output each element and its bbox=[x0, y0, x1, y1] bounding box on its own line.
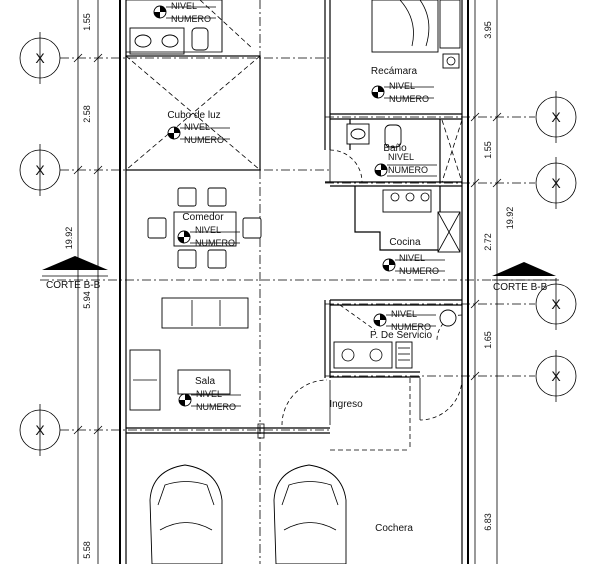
level-tag-line2: NUMERO bbox=[184, 135, 224, 145]
door-swings bbox=[281, 149, 463, 426]
walls bbox=[119, 0, 469, 564]
level-tag-cocina: NIVEL NUMERO bbox=[382, 253, 446, 276]
bathroom-fixtures-right bbox=[346, 119, 463, 183]
axis-label: X bbox=[35, 50, 45, 66]
room-label-ingreso: Ingreso bbox=[329, 399, 363, 410]
axis-marker: X bbox=[535, 91, 577, 143]
room-label-cochera: Cochera bbox=[375, 523, 413, 534]
room-label-bano: Baño bbox=[383, 143, 407, 154]
section-cut-left: CORTE B-B bbox=[42, 256, 108, 291]
level-tag-line1: NIVEL bbox=[391, 309, 417, 319]
level-tag-line2: NUMERO bbox=[391, 322, 431, 332]
bathroom-fixtures-top bbox=[125, 0, 253, 55]
laundry-fixtures bbox=[333, 309, 457, 369]
level-tag-line1: NIVEL bbox=[171, 1, 197, 11]
dimension-text: 3.95 bbox=[483, 21, 493, 39]
room-label-cubo-luz: Cubo de luz bbox=[167, 110, 220, 121]
dimension-text: 6.83 bbox=[483, 513, 493, 531]
level-tag-patio-servicio: NIVEL NUMERO bbox=[373, 309, 437, 332]
level-tag-line1: NIVEL bbox=[388, 152, 414, 162]
room-label-recamara: Recámara bbox=[371, 66, 418, 77]
dimension-text: 5.94 bbox=[82, 291, 92, 309]
axis-label: X bbox=[551, 109, 561, 125]
dimension-text: 2.72 bbox=[483, 233, 493, 251]
sofa-set bbox=[129, 297, 249, 411]
light-well-hatch bbox=[125, 55, 261, 171]
kitchen-appliances bbox=[382, 189, 461, 253]
car-right bbox=[273, 464, 347, 564]
axis-label: X bbox=[35, 422, 45, 438]
level-tag-line1: NIVEL bbox=[196, 389, 222, 399]
dimension-text: 1.55 bbox=[82, 13, 92, 31]
level-tag-line2: NUMERO bbox=[171, 14, 211, 24]
axis-markers-left: X X X bbox=[19, 32, 61, 456]
section-cut-label: CORTE B-B bbox=[493, 282, 548, 293]
axis-marker: X bbox=[535, 350, 577, 402]
level-tag-line1: NIVEL bbox=[184, 122, 210, 132]
dimension-text: 1.55 bbox=[483, 141, 493, 159]
dimension-text: 19.92 bbox=[64, 227, 74, 250]
axis-marker: X bbox=[19, 404, 61, 456]
axis-label: X bbox=[551, 175, 561, 191]
dimension-text: 1.65 bbox=[483, 331, 493, 349]
dimension-text: 2.58 bbox=[82, 105, 92, 123]
level-tag-sala: NIVEL NUMERO bbox=[178, 389, 242, 412]
section-cut-label: CORTE B-B bbox=[46, 280, 101, 291]
bed bbox=[371, 0, 461, 69]
level-tag-line2: NUMERO bbox=[196, 402, 236, 412]
axis-marker: X bbox=[19, 32, 61, 84]
room-label-comedor: Comedor bbox=[182, 212, 224, 223]
level-tag-recamara: NIVEL NUMERO bbox=[371, 81, 435, 104]
axis-marker: X bbox=[535, 278, 577, 330]
axis-marker: X bbox=[535, 157, 577, 209]
axis-label: X bbox=[551, 368, 561, 384]
level-tag-line1: NIVEL bbox=[389, 81, 415, 91]
section-cut-right: CORTE B-B bbox=[492, 262, 556, 293]
level-tag-line1: NIVEL bbox=[399, 253, 425, 263]
dimension-text: 19.92 bbox=[505, 207, 515, 230]
level-tag-cubo-luz: NIVEL NUMERO bbox=[167, 122, 231, 145]
dimension-lines bbox=[73, 0, 502, 564]
axis-markers-right: X X X X bbox=[535, 91, 577, 402]
level-tag-line2: NUMERO bbox=[195, 238, 235, 248]
level-tag-line2: NUMERO bbox=[389, 94, 429, 104]
level-tag-comedor: NIVEL NUMERO bbox=[177, 225, 241, 248]
room-label-sala: Sala bbox=[195, 376, 215, 387]
level-tag-line2: NUMERO bbox=[399, 266, 439, 276]
axis-label: X bbox=[551, 296, 561, 312]
level-tag-bano-top: NIVEL NUMERO bbox=[153, 1, 217, 24]
car-left bbox=[149, 464, 223, 564]
level-tag-line1: NIVEL bbox=[195, 225, 221, 235]
axis-grid bbox=[40, 0, 560, 564]
axis-marker: X bbox=[19, 144, 61, 196]
room-label-patio-servicio: P. De Servicio bbox=[370, 330, 433, 341]
level-tag-line2: NUMERO bbox=[388, 165, 428, 175]
axis-label: X bbox=[35, 162, 45, 178]
room-label-cocina: Cocina bbox=[389, 237, 421, 248]
dimension-text: 5.58 bbox=[82, 541, 92, 559]
level-tag-bano-right: NIVEL NUMERO bbox=[374, 152, 438, 177]
